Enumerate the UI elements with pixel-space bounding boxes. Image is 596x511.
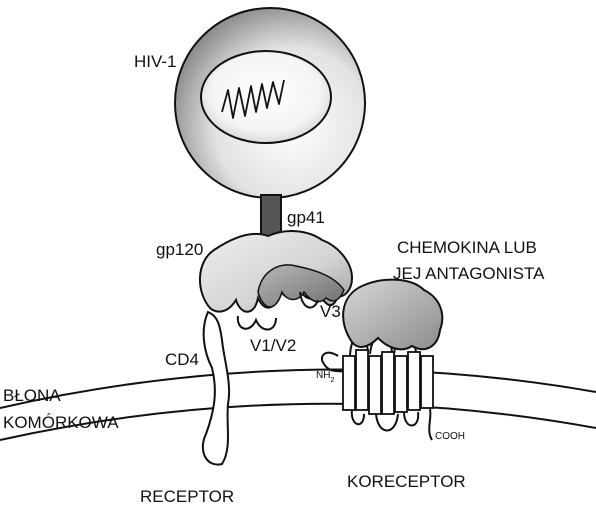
label-hiv-1: HIV-1	[134, 52, 177, 71]
label-chemokine-line1: CHEMOKINA LUB	[397, 238, 537, 257]
tm-helix-7	[421, 356, 433, 408]
label-membrane-line2: KOMÓRKOWA	[3, 413, 119, 432]
label-receptor: RECEPTOR	[140, 487, 234, 506]
label-koreceptor: KORECEPTOR	[347, 472, 466, 491]
hiv-virion	[175, 8, 365, 198]
label-v3: V3	[320, 302, 341, 321]
label-cooh: COOH	[435, 431, 465, 442]
tm-helix-2	[356, 350, 368, 410]
gp41-stalk	[261, 195, 281, 237]
label-nh2: NH2	[316, 370, 334, 384]
label-membrane-line1: BŁONA	[3, 386, 61, 405]
membrane-outer-line	[0, 369, 596, 408]
label-nh2-subscript: 2	[330, 377, 334, 384]
label-v1v2: V1/V2	[250, 336, 296, 355]
label-cd4: CD4	[165, 350, 199, 369]
viral-core	[201, 51, 331, 143]
label-chemokine-line2: JEJ ANTAGONISTA	[393, 264, 545, 283]
tm-helix-4	[382, 352, 394, 414]
v1v2-loop	[238, 316, 276, 330]
label-gp41: gp41	[287, 208, 325, 227]
coreceptor	[322, 336, 433, 440]
tm-helix-1	[343, 356, 355, 410]
chemokine-ligand	[343, 280, 442, 350]
cd4-receptor	[203, 312, 229, 465]
tm-helix-5	[395, 356, 407, 412]
label-nh2-main: NH	[316, 370, 330, 381]
label-gp120: gp120	[156, 240, 203, 259]
tm-helix-3	[369, 356, 381, 414]
coreceptor-c-terminus	[429, 408, 432, 440]
tm-helix-6	[408, 352, 420, 410]
